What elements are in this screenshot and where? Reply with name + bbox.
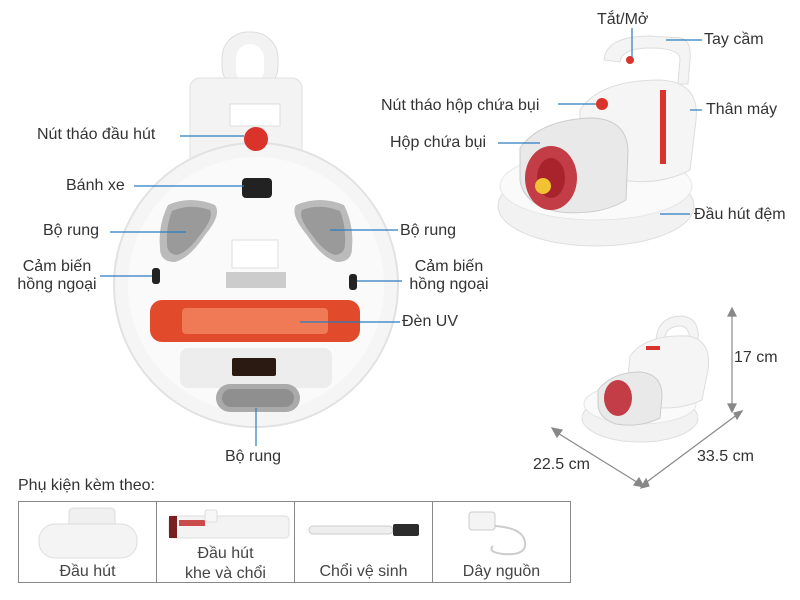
callout-vibration-left: Bộ rung [43,222,100,239]
power-adapter-icon [468,511,527,556]
ir-sensor-left-icon [152,268,160,284]
callout-body: Thân máy [706,101,778,118]
callout-vibration-bottom: Bộ rung [225,448,282,465]
crevice-tool-icon [168,509,290,539]
callout-vibration-right: Bộ rung [400,222,457,239]
bottom-view-device [113,31,399,428]
dimension-arrows [550,306,744,489]
dimension-height: 17 cm [734,349,778,366]
dimension-depth: 33.5 cm [697,448,754,465]
dimension-view-device [581,315,710,443]
callout-wheel: Bánh xe [66,177,125,194]
callout-ir-sensor-left-line1: Cảm biến [22,258,92,275]
callout-lines [100,135,402,446]
accessory-item: Đầu hút [19,502,157,583]
callout-power: Tắt/Mở [597,11,649,28]
callout-ir-sensor-right: Cảm biến hồng ngoại [404,258,494,295]
callout-nozzle-release: Nút tháo đầu hút [37,126,156,143]
callout-uv-light: Đèn UV [402,313,459,330]
side-view-device [497,35,697,247]
callout-ir-sensor-left-line2: hồng ngoại [17,276,97,294]
accessories-title: Phụ kiện kèm theo: [18,477,155,494]
wheel-icon [242,178,272,198]
accessory-label: Đầu hút [59,563,116,580]
callout-dust-box: Hộp chứa bụi [390,134,487,151]
vibration-pad-left-icon [159,200,218,262]
nozzle-release-button-icon [244,127,268,151]
accessory-item: Đầu hút khe và chổi [157,502,295,583]
vibration-pad-right-icon [294,200,353,262]
accessory-label-line2: khe và chổi [185,565,266,582]
dust-box-release-button-icon [596,98,608,110]
power-button-icon [626,56,634,64]
accessory-item: Dây nguồn [433,502,570,583]
accessory-label: Chổi vệ sinh [319,563,408,580]
callout-ir-sensor-left: Cảm biến hồng ngoại [6,258,108,295]
accessory-label: Dây nguồn [462,563,541,580]
callout-pad-nozzle: Đầu hút đệm [694,206,786,223]
dimension-width: 22.5 cm [533,456,590,473]
cleaning-brush-icon [308,524,419,536]
ir-sensor-right-icon [349,274,357,290]
accessory-label-line1: Đầu hút [197,545,254,562]
callout-ir-sensor-right-line1: Cảm biến [414,258,484,275]
nozzle-attachment-icon [38,507,138,559]
callout-ir-sensor-right-line2: hồng ngoại [409,276,489,294]
callout-dust-release: Nút tháo hộp chứa bụi [381,97,540,114]
callout-handle: Tay cầm [704,31,764,48]
accessory-item: Chổi vệ sinh [295,502,433,583]
